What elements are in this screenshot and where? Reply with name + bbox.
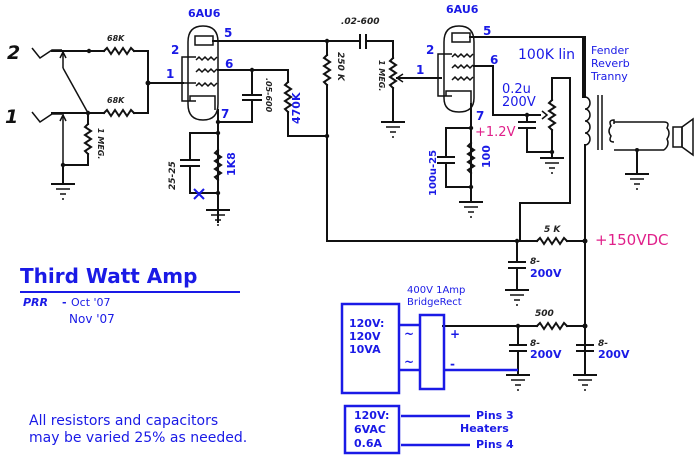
r-1meg-label: 1 MEG. xyxy=(96,128,105,160)
heater-transformer-line-2: 6VAC xyxy=(354,423,387,436)
bridge-rectifier-box xyxy=(418,313,446,391)
author-label: PRR xyxy=(23,296,49,309)
r-68k-top-label: 68K xyxy=(107,34,125,43)
tone-pot-label: 100K lin xyxy=(518,47,576,63)
screen-cap-label: .05-600 xyxy=(264,78,273,113)
cathode-cap-disconnect-mark xyxy=(193,188,205,200)
tube-2-symbol xyxy=(437,25,475,113)
output-transformer-label-3: Tranny xyxy=(591,70,628,83)
note-line-2: may be varied 25% as needed. xyxy=(29,430,248,446)
r-68k-bottom-label: 68K xyxy=(107,96,125,105)
cap-1-voltage: 200V xyxy=(530,267,562,280)
cathode-res-2-label: 100 xyxy=(480,145,493,168)
dc-plus-label: + xyxy=(450,327,461,341)
date-nov: Nov '07 xyxy=(69,312,115,326)
tube-1-pin-1: 1 xyxy=(166,67,175,81)
plate-res-label: 250 K xyxy=(335,52,345,81)
tone-cap-voltage: 200V xyxy=(502,95,536,110)
tone-cap-value: 0.2u xyxy=(502,82,531,97)
cathode-cap-2-label: 100u-25 xyxy=(428,149,439,196)
stage1-wiring xyxy=(180,38,361,242)
date-oct: Oct '07 xyxy=(71,296,111,309)
tube-2-pin-6: 6 xyxy=(490,53,499,67)
power-transformer-line-3: 10VA xyxy=(349,343,381,356)
cap-3-value: 8- xyxy=(598,339,608,349)
tube-2-type: 6AU6 xyxy=(446,3,479,16)
cap-2-value: 8- xyxy=(530,339,540,349)
heater-transformer-box xyxy=(343,404,470,455)
cathode-voltage-label: +1.2V xyxy=(475,125,516,140)
cathode-cap-1-label: 25-25 xyxy=(168,161,178,190)
tube-1-symbol xyxy=(181,25,219,121)
rail-voltage-label: +150VDC xyxy=(595,231,669,249)
volume-pot-label: 1 MEG. xyxy=(377,60,386,92)
cathode-res-1-label: 1K8 xyxy=(225,152,238,176)
tube-2-pin-5: 5 xyxy=(483,24,492,38)
ac-input-2: ~ xyxy=(404,355,415,369)
heater-pins-4-label: Pins 4 xyxy=(476,438,514,451)
output-transformer-label-2: Reverb xyxy=(591,57,630,70)
coupling-network xyxy=(359,34,442,139)
cap-3-voltage: 200V xyxy=(598,348,630,361)
r-5k-label: 5 K xyxy=(544,225,561,235)
heaters-label: Heaters xyxy=(460,422,509,435)
heater-transformer-line-1: 120V: xyxy=(354,409,390,422)
tube-1-pin-5: 5 xyxy=(224,26,233,40)
tube-1-type: 6AU6 xyxy=(188,7,221,20)
speaker-icon xyxy=(672,117,694,157)
power-transformer-line-2: 120V xyxy=(349,330,381,343)
diagram-title: Third Watt Amp xyxy=(20,264,198,288)
rectifier-label-2: BridgeRect xyxy=(407,297,462,308)
coupling-cap-label: .02-600 xyxy=(341,17,380,27)
ac-input-1: ~ xyxy=(404,327,415,341)
tube-1-pin-6: 6 xyxy=(225,57,234,71)
cap-1-value: 8- xyxy=(530,257,540,267)
cap-2-voltage: 200V xyxy=(530,348,562,361)
output-transformer xyxy=(584,36,670,351)
tube-2-pin-1: 1 xyxy=(416,63,425,77)
input-wiring xyxy=(51,46,184,201)
tube-2-pin-7: 7 xyxy=(476,109,485,123)
tube-1-pin-2: 2 xyxy=(171,43,180,57)
rectifier-label-1: 400V 1Amp xyxy=(407,285,466,296)
note-line-1: All resistors and capacitors xyxy=(29,413,219,429)
author-dash: - xyxy=(62,296,67,309)
dc-minus-label: - xyxy=(450,357,455,371)
tube-1-pin-7: 7 xyxy=(221,107,230,121)
heater-pins-3-label: Pins 3 xyxy=(476,409,514,422)
r-500-label: 500 xyxy=(535,309,554,319)
power-transformer-line-1: 120V: xyxy=(349,317,385,330)
stage2-wiring xyxy=(437,36,584,242)
power-transformer-box xyxy=(340,302,420,395)
jack-1-label: 1 xyxy=(5,106,19,128)
input-jack-2 xyxy=(31,47,62,60)
screen-res-label: 470K xyxy=(290,92,303,125)
tube-2-pin-2: 2 xyxy=(426,43,435,57)
power-supply-wiring xyxy=(326,236,597,392)
output-transformer-label-1: Fender xyxy=(591,44,629,57)
jack-2-label: 2 xyxy=(7,42,21,64)
heater-transformer-line-3: 0.6A xyxy=(354,437,382,450)
